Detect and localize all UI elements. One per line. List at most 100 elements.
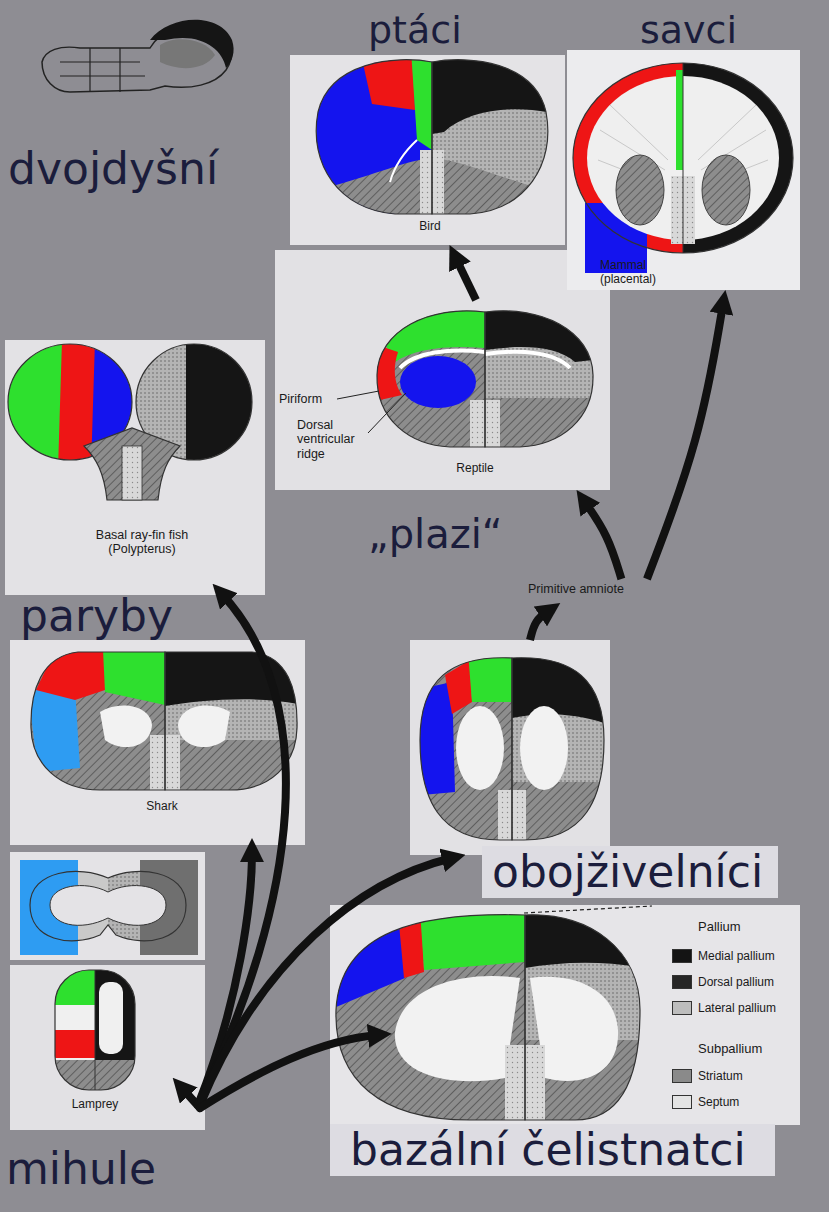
basal-gnathostome-brain-section xyxy=(330,905,530,1125)
brain-sketch-icon xyxy=(160,39,215,68)
legend-heading: Subpallium xyxy=(698,1041,762,1056)
brain-panel: savciMammal (placental) xyxy=(567,50,800,290)
evolution-arrow xyxy=(456,258,476,300)
species-label: Shark xyxy=(132,800,192,814)
bird-brain-section xyxy=(432,60,548,214)
legend-swatch xyxy=(672,975,692,989)
evolution-arrow xyxy=(647,304,723,579)
legend-row: Medial pallium xyxy=(672,948,775,963)
mammal-brain-section xyxy=(573,63,793,273)
shark-brain-section xyxy=(25,645,170,795)
amphibian-brain-section xyxy=(512,650,612,847)
legend-swatch xyxy=(672,949,692,963)
basal-gnathostome-brain-section xyxy=(525,915,640,1120)
mammal-brain-section xyxy=(683,63,793,253)
group-name: mihule xyxy=(6,1145,156,1193)
bird-brain-section xyxy=(430,50,560,225)
bird-brain-section xyxy=(430,50,560,225)
brain-panel: parybyShark xyxy=(10,640,305,845)
reptile-brain-section xyxy=(485,398,600,453)
reptile-brain-section xyxy=(485,311,593,447)
bird-brain-section xyxy=(432,50,560,134)
legend-row: Lateral pallium xyxy=(672,1000,776,1015)
legend-row: Septum xyxy=(672,1094,739,1109)
basal-gnathostome-brain-section xyxy=(330,905,530,1125)
lamprey-brain-section xyxy=(99,982,123,1054)
group-name: ptáci xyxy=(368,10,462,52)
mammal-brain-section xyxy=(683,63,684,253)
panel-backdrop xyxy=(10,640,305,845)
lamprey-brain-section xyxy=(55,970,135,1090)
reptile-brain-section xyxy=(368,393,406,433)
polypterus-brain-section xyxy=(84,428,180,500)
amphibian-brain-section xyxy=(512,790,526,845)
evolution-arrow xyxy=(530,611,549,640)
brain-sketch-icon xyxy=(42,20,234,92)
brain-sketch-icon xyxy=(60,48,145,92)
basal-gnathostome-brain-section xyxy=(336,915,525,1120)
hagfish-brain-section xyxy=(20,860,198,955)
basal-gnathostome-brain-section xyxy=(525,905,645,1130)
reptile-brain-section xyxy=(370,300,490,450)
legend-swatch xyxy=(672,1095,692,1109)
panel-backdrop xyxy=(5,50,800,1130)
shark-brain-section xyxy=(36,650,105,700)
region-label: Dorsal ventricular ridge xyxy=(297,418,371,461)
bird-brain-section xyxy=(360,50,415,110)
lamprey-brain-section xyxy=(95,970,96,1090)
legend-text: Medial pallium xyxy=(698,949,775,963)
brain-panel: ptáciBird xyxy=(290,55,565,245)
shark-brain-section xyxy=(25,645,170,795)
amphibian-brain-section xyxy=(512,658,604,840)
panel-backdrop xyxy=(10,852,205,960)
hagfish-brain-section xyxy=(20,860,108,955)
shark-brain-section xyxy=(165,650,302,706)
reptile-brain-section xyxy=(400,356,476,408)
brain-panel: bazální čelistnatci xyxy=(330,905,800,1125)
species-label: Basal ray-fin fish (Polypterus) xyxy=(72,528,212,557)
mammal-brain-section xyxy=(683,76,779,240)
legend-heading: Pallium xyxy=(698,919,741,934)
legend-swatch xyxy=(672,1069,692,1083)
phylogeny-arrow xyxy=(182,594,452,1108)
basal-gnathostome-brain-section xyxy=(525,908,645,968)
mammal-brain-section xyxy=(573,63,683,273)
shark-brain-section xyxy=(165,735,180,793)
amphibian-brain-section xyxy=(512,652,610,725)
panel-backdrop xyxy=(5,340,265,595)
amphibian-brain-section xyxy=(498,790,512,845)
bird-brain-section xyxy=(411,50,432,150)
phylogeny-arrow xyxy=(200,858,452,1105)
lamprey-brain-section xyxy=(55,970,135,1090)
group-name: bazální čelistnatci xyxy=(330,1124,775,1176)
species-label: Mammal (placental) xyxy=(600,259,695,287)
reptile-brain-section xyxy=(337,300,600,453)
hagfish-brain-section xyxy=(30,871,186,940)
lamprey-brain-section xyxy=(55,970,135,1090)
reptile-brain-section xyxy=(377,311,485,447)
basal-gnathostome-brain-section xyxy=(398,910,424,978)
legend-swatch xyxy=(672,1001,692,1015)
polypterus-brain-section xyxy=(186,340,256,470)
bird-brain-section xyxy=(300,50,560,225)
brain-panel: dvojdyšníBasal ray-fin fish (Polypterus) xyxy=(5,340,265,595)
amphibian-brain-section xyxy=(445,660,472,714)
bird-brain-section xyxy=(300,50,440,225)
panel-backdrop xyxy=(275,250,610,490)
species-label: Reptile xyxy=(445,462,505,476)
basal-gnathostome-brain-section xyxy=(330,905,652,1130)
bird-brain-section xyxy=(432,150,444,220)
basal-gnathostome-brain-section xyxy=(525,1045,545,1125)
panel-backdrop xyxy=(10,965,205,1130)
mammal-brain-section xyxy=(671,176,683,244)
legend-text: Dorsal pallium xyxy=(698,975,774,989)
legend-row: Dorsal pallium xyxy=(672,974,774,989)
shark-brain-section xyxy=(31,652,165,790)
lamprey-brain-section xyxy=(55,970,135,1090)
reptile-brain-section xyxy=(485,300,600,453)
reptile-brain-section xyxy=(337,391,379,399)
bird-brain-section xyxy=(390,140,417,182)
amphibian-brain-section xyxy=(456,706,504,790)
group-name: paryby xyxy=(20,592,173,640)
